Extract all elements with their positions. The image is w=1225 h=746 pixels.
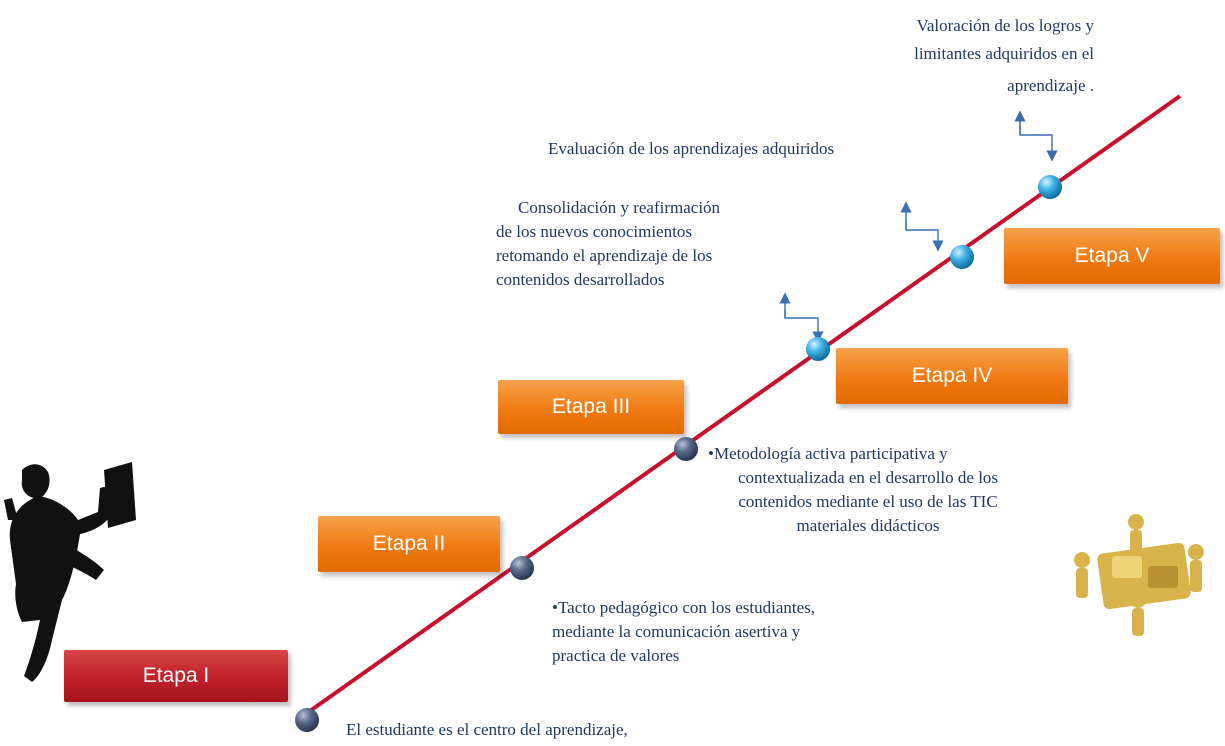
stage-box-etapa-4: Etapa IV (836, 348, 1068, 404)
description-3-line-3: contenidos mediante el uso de las TIC (738, 492, 998, 511)
description-6-line-3: aprendizaje . (1007, 76, 1094, 95)
description-5-text: Evaluación de los aprendizajes adquirido… (548, 139, 835, 158)
stage-box-etapa-5: Etapa V (1004, 228, 1220, 284)
stage-box-etapa-1: Etapa I (64, 650, 288, 702)
description-3-line-1: •Metodología activa participativa y (708, 444, 948, 463)
node-4 (806, 337, 830, 361)
node-3 (674, 437, 698, 461)
stage-box-etapa-3: Etapa III (498, 380, 684, 434)
description-3-line-2: contextualizada en el desarrollo de los (737, 468, 999, 487)
description-2-line-3: practica de valores (552, 646, 680, 665)
arrow-icon (905, 220, 944, 252)
description-6-line-1: Valoración de los logros y (916, 16, 1094, 35)
description-4: Consolidación y reafirmación de los nuev… (496, 196, 816, 292)
arrow-icon (784, 310, 824, 343)
description-5: Evaluación de los aprendizajes adquirido… (548, 137, 948, 161)
description-4-line-1: Consolidación y reafirmación (518, 198, 721, 217)
node-5 (950, 245, 974, 269)
description-1: El estudiante es el centro del aprendiza… (346, 718, 726, 742)
description-6: Valoración de los logros y limitantes ad… (838, 14, 1094, 98)
progress-line (298, 94, 1182, 720)
connector-arrows (779, 110, 1058, 343)
description-6-line-2: limitantes adquiridos en el (914, 44, 1094, 63)
description-4-line-4: contenidos desarrollados (496, 270, 665, 289)
puzzle-figures-icon (1074, 514, 1204, 636)
node-6 (1038, 175, 1062, 199)
description-2-line-1: •Tacto pedagógico con los estudiantes, (552, 598, 815, 617)
node-1 (295, 708, 319, 732)
arrow-icon (1019, 118, 1058, 162)
description-3-line-4: materiales didácticos (796, 516, 940, 535)
stage-box-etapa-2: Etapa II (318, 516, 500, 572)
description-2-line-2: mediante la comunicación asertiva y (552, 622, 801, 641)
node-2 (510, 556, 534, 580)
description-4-line-2: de los nuevos conocimientos (496, 222, 692, 241)
climber-silhouette-icon (4, 462, 136, 682)
description-3: •Metodología activa participativa y cont… (672, 442, 1064, 538)
description-1-text: El estudiante es el centro del aprendiza… (346, 720, 628, 739)
description-2: •Tacto pedagógico con los estudiantes, m… (552, 596, 912, 668)
description-4-line-3: retomando el aprendizaje de los (496, 246, 713, 265)
